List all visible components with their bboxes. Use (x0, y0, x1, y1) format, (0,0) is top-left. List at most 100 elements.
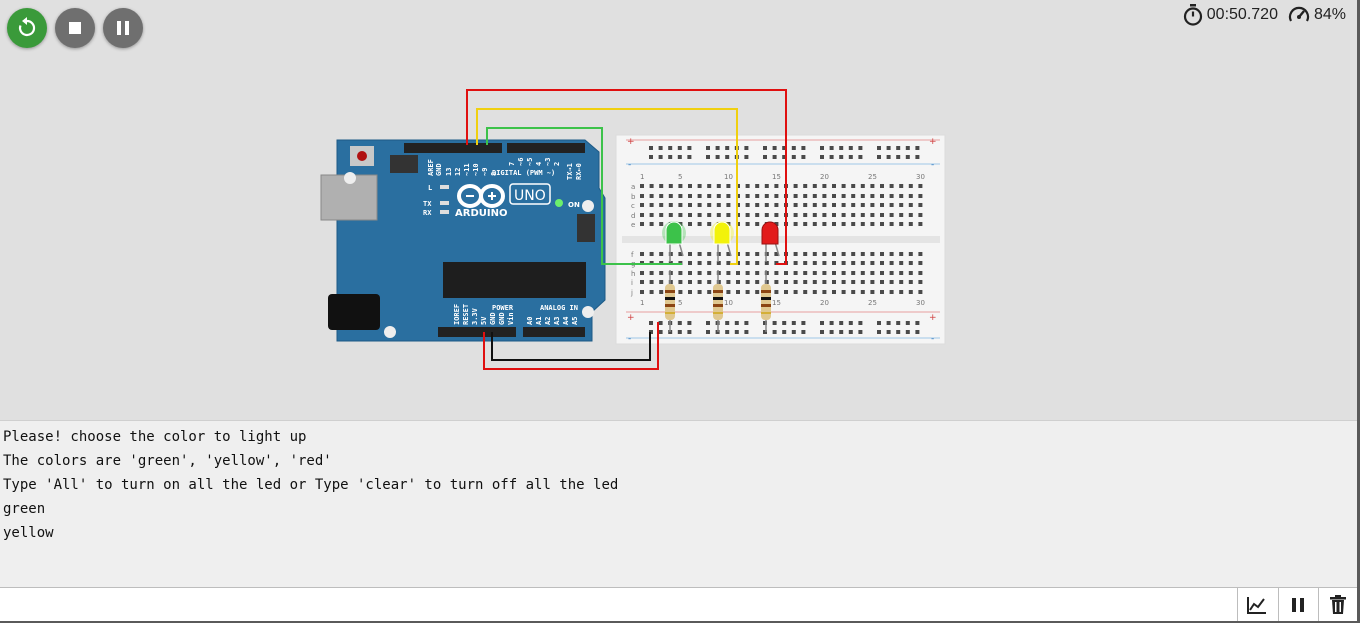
breadboard-hole (688, 261, 692, 265)
rail-minus-top-left: - (628, 160, 631, 170)
breadboard-hole (880, 203, 884, 207)
breadboard-hole (659, 213, 664, 217)
breadboard-hole (870, 222, 875, 226)
breadboard-hole (755, 271, 760, 275)
breadboard-hole (803, 213, 808, 217)
breadboard-hole (763, 155, 767, 159)
col-label-top-5: 5 (678, 173, 682, 181)
serial-pause-button[interactable] (1278, 588, 1316, 621)
breadboard-hole (716, 252, 721, 256)
breadboard-hole (889, 290, 894, 294)
power-header (438, 327, 516, 337)
breadboard-hole (880, 213, 884, 217)
breadboard-hole (716, 194, 721, 198)
breadboard-hole (649, 184, 654, 188)
plotter-icon (1246, 596, 1266, 614)
col-label-bottom-25: 25 (868, 299, 877, 307)
breadboard-hole (889, 203, 894, 207)
breadboard-hole (688, 213, 692, 217)
breadboard-hole (763, 321, 767, 325)
breadboard-hole (677, 146, 682, 150)
pin-label-a5: A5 (571, 317, 579, 325)
breadboard-hole (764, 261, 769, 265)
pin-label-9: ~9 (481, 168, 489, 176)
breadboard-hole (668, 146, 673, 150)
breadboard-hole (851, 184, 856, 188)
breadboard-hole (774, 280, 779, 284)
breadboard-hole (668, 184, 673, 188)
breadboard-hole (640, 203, 644, 207)
breadboard-hole (697, 271, 702, 275)
breadboard-hole (755, 213, 760, 217)
col-label-bottom-5: 5 (678, 299, 682, 307)
breadboard-hole (707, 290, 712, 294)
breadboard-hole (640, 252, 644, 256)
mount-hole (344, 172, 356, 184)
breadboard-hole (715, 155, 720, 159)
breadboard-hole (668, 261, 673, 265)
breadboard-hole (889, 184, 894, 188)
clear-output-button[interactable] (1318, 588, 1356, 621)
breadboard-hole (841, 252, 846, 256)
breadboard-hole (784, 213, 788, 217)
breadboard-hole (726, 252, 731, 256)
breadboard-hole (880, 290, 884, 294)
breadboard-hole (744, 330, 749, 334)
breadboard-hole (877, 321, 881, 325)
rail-plus-top-left: + (627, 137, 635, 147)
breadboard-hole (801, 321, 806, 325)
pin-label-gnd-1: GND (489, 312, 497, 325)
rail-minus-bottom-left: - (628, 334, 631, 344)
breadboard-hole (716, 184, 721, 188)
breadboard-hole (659, 203, 664, 207)
breadboard-hole (832, 203, 836, 207)
power-label: POWER (492, 304, 514, 312)
breadboard-hole (899, 261, 904, 265)
col-label-bottom-20: 20 (820, 299, 829, 307)
breadboard-hole (640, 271, 644, 275)
pause-button[interactable] (103, 8, 143, 48)
stop-button[interactable] (55, 8, 95, 48)
breadboard-hole (755, 290, 760, 294)
breadboard-hole (774, 222, 779, 226)
breadboard-hole (658, 330, 663, 334)
breadboard-hole (678, 261, 683, 265)
breadboard-hole (858, 330, 863, 334)
reset-button[interactable] (350, 146, 374, 166)
breadboard-hole (822, 261, 827, 265)
col-label-top-25: 25 (868, 173, 877, 181)
breadboard-hole (822, 280, 827, 284)
breadboard-hole (832, 184, 836, 188)
breadboard-hole (678, 271, 683, 275)
simulation-status: 00:50.720 84% (1183, 4, 1346, 26)
breadboard-hole (755, 222, 760, 226)
breadboard-hole (832, 252, 836, 256)
breadboard-hole (716, 290, 721, 294)
led-label-l: L (428, 184, 432, 192)
breadboard-hole (860, 280, 865, 284)
pin-label-aref: AREF (427, 159, 435, 176)
breadboard-hole (812, 194, 817, 198)
breadboard-hole (877, 155, 881, 159)
breadboard-hole (829, 146, 834, 150)
breadboard-hole (822, 252, 827, 256)
restart-button[interactable] (7, 8, 47, 48)
breadboard-hole (715, 321, 720, 325)
breadboard-hole (870, 280, 875, 284)
breadboard-hole (697, 222, 702, 226)
breadboard-hole (905, 155, 910, 159)
breadboard-hole (725, 146, 730, 150)
breadboard-hole (803, 290, 808, 294)
wire-red-pin11 (466, 89, 787, 265)
breadboard-hole (829, 321, 834, 325)
breadboard-hole (918, 271, 923, 275)
plotter-button[interactable] (1237, 588, 1275, 621)
serial-input[interactable] (0, 588, 1236, 622)
col-label-bottom-10: 10 (724, 299, 733, 307)
breadboard-hole (899, 222, 904, 226)
breadboard-hole (736, 271, 740, 275)
breadboard-hole (677, 321, 682, 325)
breadboard-hole (649, 290, 654, 294)
power-jack (328, 294, 380, 330)
breadboard-hole (820, 155, 824, 159)
